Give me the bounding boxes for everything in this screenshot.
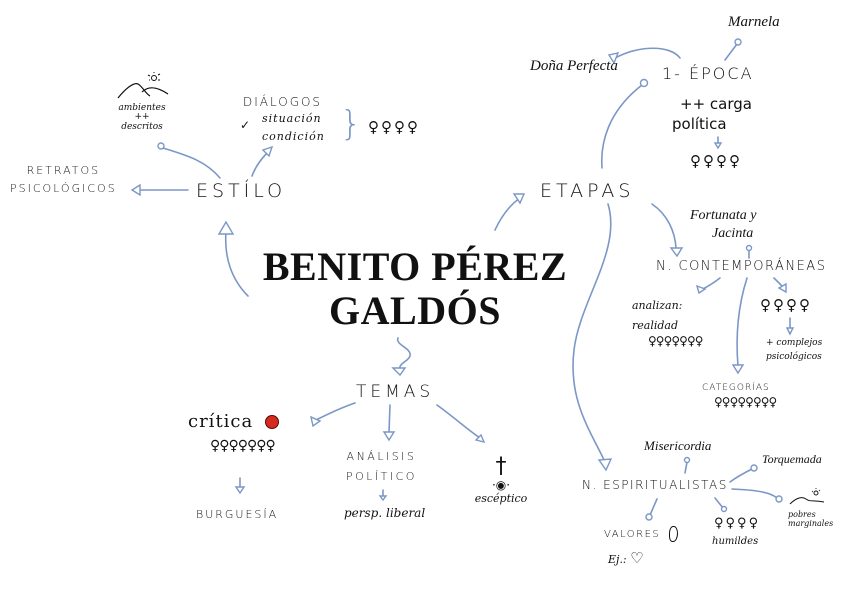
humildes-people-icon: ♀♀♀♀ (714, 516, 761, 531)
ambientes-line-3: descritos (121, 122, 163, 132)
work-torquemada[interactable]: Torquemada (762, 452, 822, 466)
pobres-line-2: marginales (788, 519, 834, 528)
node-espiritualistas[interactable]: N. ESPIRITUALISTAS (582, 478, 728, 492)
cross-icon: † (495, 454, 507, 479)
ambientes-line-1: ambientes (118, 103, 166, 113)
contemporaneas-people-icon: ♀♀♀♀ (760, 296, 812, 314)
esceptico-label: escéptico (474, 492, 528, 505)
humildes-label: humildes (712, 536, 759, 547)
dialogos-people-icon: ♀♀♀♀ (368, 118, 420, 136)
epoca1-note-line-2: política (672, 115, 727, 133)
node-esceptico[interactable]: † ·◉· escéptico (466, 454, 536, 506)
critica-crowd-icon: ♀♀♀♀♀♀♀ (210, 438, 276, 454)
heart-icon: ♡ (630, 549, 644, 567)
red-dot-icon (264, 415, 279, 429)
dialogos-check-icon: ✓ (240, 118, 251, 132)
node-pobres[interactable]: pobres marginales (788, 488, 848, 528)
node-categorias[interactable]: CATEGORÍAS (702, 383, 770, 393)
eye-icon: ·◉· (491, 478, 511, 492)
work-misericordia[interactable]: Misericordia (644, 438, 712, 453)
node-perspectiva-liberal[interactable]: persp. liberal (344, 506, 426, 520)
fortunata-line-2: Jacinta (712, 226, 754, 241)
node-critica[interactable]: crítica (188, 411, 279, 432)
node-1-epoca[interactable]: 1- ÉPOCA (662, 64, 754, 83)
work-marnela[interactable]: Marnela (728, 14, 780, 30)
dialogos-brace: } (340, 104, 362, 144)
work-dona-perfecta[interactable]: Doña Perfecta (530, 58, 618, 74)
dialogos-item-situacion: situación (262, 112, 322, 125)
valores-label: VALORES (604, 529, 661, 540)
valores-example: Ej.: ♡ (608, 549, 644, 567)
analizan-line-2: realidad (632, 319, 679, 332)
complejos-line-2: psicológicos (766, 352, 822, 362)
drop-icon (668, 526, 678, 542)
node-contemporaneas[interactable]: N. CONTEMPORÁNEAS (656, 259, 827, 274)
analisis-line-2: POLÍTICO (346, 470, 417, 483)
analisis-line-1: ANÁLISIS (346, 450, 417, 463)
epoca1-note-line-1: ++ carga (680, 95, 752, 113)
epoca1-note: ++ carga política (672, 94, 752, 134)
analizan-realidad: analizan: realidad (632, 296, 682, 336)
node-retratos[interactable]: RETRATOS PSICOLÓGICOS (10, 162, 117, 198)
node-valores[interactable]: VALORES (604, 526, 678, 542)
dialogos-item-condicion: condición (262, 130, 325, 143)
retratos-line-1: RETRATOS (26, 164, 101, 177)
node-ambientes[interactable]: ambientes ++ descritos (112, 70, 172, 133)
complejos-line-1: + complejos (766, 338, 823, 348)
mountain-sun-icon (789, 488, 825, 505)
retratos-line-2: PSICOLÓGICOS (10, 182, 117, 195)
node-dialogos[interactable]: DIÁLOGOS (243, 95, 323, 109)
epoca1-people-icon: ♀♀♀♀ (690, 152, 742, 170)
pobres-line-1: pobres (788, 510, 816, 519)
ambientes-line-2: ++ (134, 112, 150, 122)
title-line-2: GALDÓS (329, 288, 501, 333)
node-estilo[interactable]: ESTÍLO (196, 180, 287, 202)
central-title: BENITO PÉREZ GALDÓS (248, 245, 582, 333)
title-line-1: BENITO PÉREZ (262, 244, 568, 289)
analizan-crowd-icon: ♀♀♀♀♀♀♀ (648, 334, 704, 348)
node-burguesia[interactable]: BURGUESÍA (196, 508, 279, 521)
mountain-sun-icon (117, 72, 169, 99)
critica-label: crítica (188, 411, 254, 432)
work-fortunata-jacinta[interactable]: Fortunata y Jacinta (690, 207, 757, 243)
node-etapas[interactable]: ETAPAS (540, 180, 635, 202)
fortunata-line-1: Fortunata y (690, 208, 757, 223)
example-label: Ej.: (608, 553, 627, 566)
analizan-line-1: analizan: (632, 299, 683, 312)
categorias-crowd-icon: ♀♀♀♀♀♀♀♀ (714, 395, 777, 409)
node-temas[interactable]: TEMAS (356, 382, 435, 402)
complejos-psicologicos: + complejos psicológicos (766, 336, 822, 364)
node-analisis[interactable]: ANÁLISIS POLÍTICO (346, 447, 417, 487)
